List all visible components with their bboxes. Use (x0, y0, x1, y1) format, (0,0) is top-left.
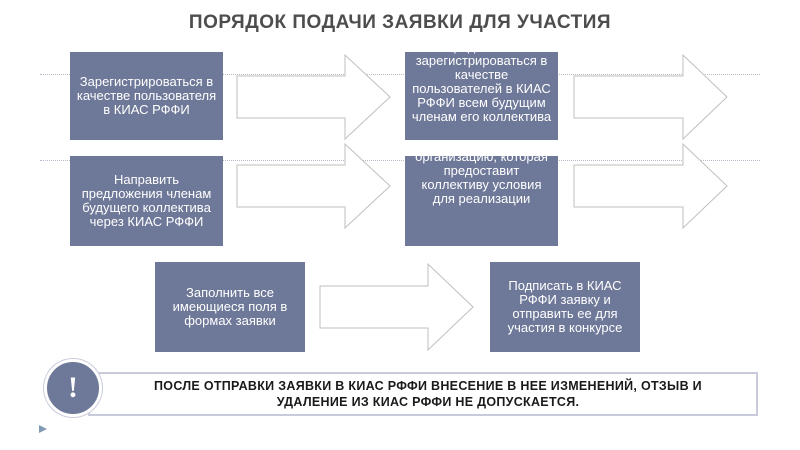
arrow-row1-b (573, 53, 728, 141)
step-sign-submit-text: Подписать в КИАС РФФИ заявку и отправить… (507, 278, 623, 335)
warning-box: ПОСЛЕ ОТПРАВКИ ЗАЯВКИ В КИАС РФФИ ВНЕСЕН… (88, 372, 758, 416)
step-offer-register-box: Предложить зарегистрироваться в качестве… (405, 52, 558, 140)
triangle-marker-icon (39, 425, 47, 433)
step-organization-box: организацию, которая предоставит коллект… (405, 156, 558, 246)
step-fill-fields-box: Заполнить все имеющиеся поля в формах за… (155, 262, 305, 352)
arrow-row3 (319, 262, 474, 352)
step-send-offers-box: Направить предложения членам будущего ко… (70, 156, 223, 246)
step-send-offers-text: Направить предложения членам будущего ко… (81, 172, 212, 229)
page-title: ПОРЯДОК ПОДАЧИ ЗАЯВКИ ДЛЯ УЧАСТИЯ (188, 12, 612, 33)
step-fill-fields-text: Заполнить все имеющиеся поля в формах за… (172, 285, 288, 328)
arrow-row2-a (236, 142, 391, 230)
arrow-row1-a (236, 53, 391, 141)
warning-symbol: ! (68, 371, 78, 404)
step-register-box: Зарегистрироваться в качестве пользовате… (70, 52, 223, 140)
step-register-text: Зарегистрироваться в качестве пользовате… (76, 74, 217, 117)
step-offer-register-text: Предложить зарегистрироваться в качестве… (411, 52, 552, 124)
warning-text: ПОСЛЕ ОТПРАВКИ ЗАЯВКИ В КИАС РФФИ ВНЕСЕН… (154, 379, 702, 409)
step-sign-submit-box: Подписать в КИАС РФФИ заявку и отправить… (490, 262, 640, 352)
step-organization-text: организацию, которая предоставит коллект… (415, 156, 548, 206)
arrow-row2-b (573, 142, 728, 230)
exclamation-icon: ! (44, 359, 102, 417)
divider-middle (40, 160, 760, 161)
divider-top (40, 74, 760, 75)
